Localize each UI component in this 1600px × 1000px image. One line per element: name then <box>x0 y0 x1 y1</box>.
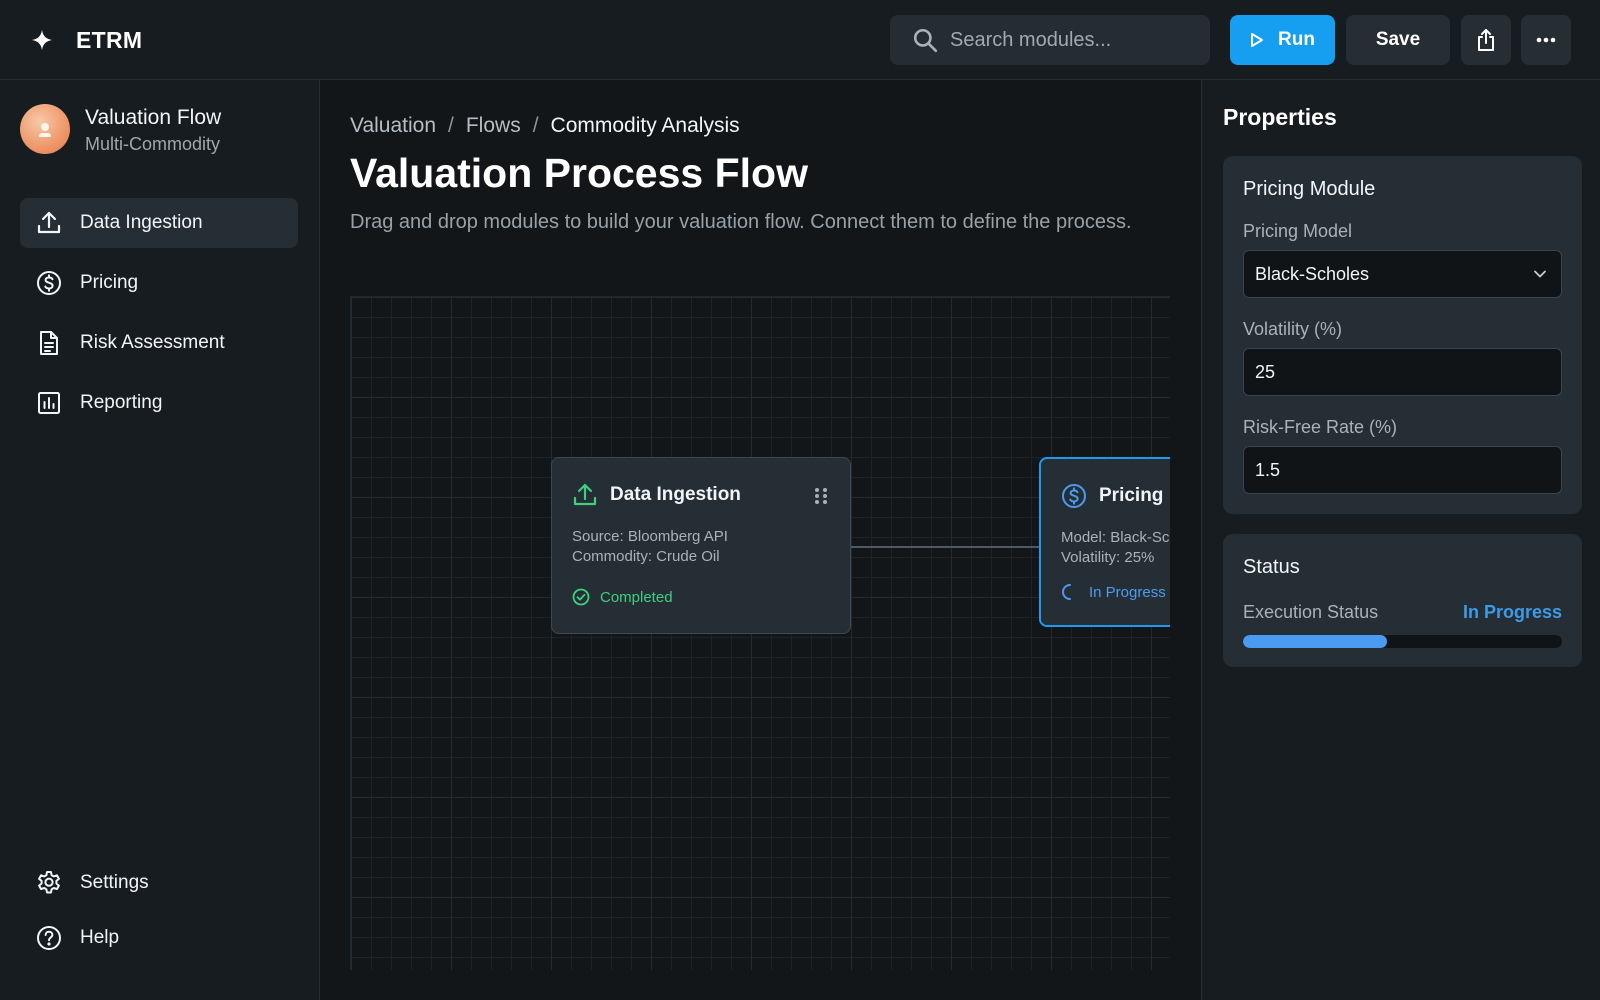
document-icon <box>36 330 62 356</box>
execution-status-label: Execution Status <box>1243 602 1378 623</box>
sparkle-icon <box>30 28 54 52</box>
sidebar-item-label: Risk Assessment <box>80 332 225 354</box>
sidebar-item-label: Reporting <box>80 392 162 414</box>
node-title: Data Ingestion <box>610 484 741 506</box>
breadcrumb-valuation[interactable]: Valuation <box>350 114 436 138</box>
help-circle-icon <box>36 925 62 951</box>
volatility-label: Volatility (%) <box>1243 319 1342 340</box>
properties-panel: Properties Pricing Module Pricing Model … <box>1201 80 1600 1000</box>
volatility-field[interactable] <box>1243 348 1562 396</box>
node-detail-volatility: Volatility: 25% <box>1061 549 1154 566</box>
upload-icon <box>572 482 598 508</box>
node-connector[interactable] <box>850 546 1040 548</box>
node-pricing[interactable]: Pricing Model: Black-Scholes Volatility:… <box>1039 457 1170 627</box>
risk-free-rate-input[interactable] <box>1255 460 1545 481</box>
sidebar-item-settings[interactable]: Settings <box>20 858 298 908</box>
top-bar: ETRM Run Save <box>0 0 1600 80</box>
node-data-ingestion[interactable]: Data Ingestion Source: Bloomberg API Com… <box>551 457 851 634</box>
project-subtitle: Multi-Commodity <box>85 134 220 155</box>
sidebar-item-risk-assessment[interactable]: Risk Assessment <box>20 318 298 368</box>
status-card: Status Execution Status In Progress <box>1223 534 1582 667</box>
run-button[interactable]: Run <box>1230 15 1335 65</box>
search-icon <box>912 27 938 53</box>
risk-free-rate-label: Risk-Free Rate (%) <box>1243 417 1397 438</box>
node-detail-model: Model: Black-Scholes <box>1061 529 1170 546</box>
brand[interactable]: ETRM <box>30 24 142 56</box>
app-name: ETRM <box>76 27 142 54</box>
drag-handle-icon[interactable] <box>814 487 828 505</box>
search-box[interactable] <box>890 15 1210 65</box>
search-input[interactable] <box>950 25 1200 55</box>
breadcrumb-current: Commodity Analysis <box>551 114 740 138</box>
breadcrumb: Valuation / Flows / Commodity Analysis <box>350 114 740 138</box>
execution-progress-fill <box>1243 635 1387 648</box>
node-header: Data Ingestion <box>572 482 741 508</box>
execution-status-value: In Progress <box>1463 602 1562 623</box>
volatility-input[interactable] <box>1255 362 1545 383</box>
sidebar-item-label: Settings <box>80 872 149 894</box>
share-icon <box>1475 28 1497 52</box>
node-status: Completed <box>572 588 673 606</box>
sidebar-item-reporting[interactable]: Reporting <box>20 378 298 428</box>
dollar-circle-icon <box>36 270 62 296</box>
pricing-model-label: Pricing Model <box>1243 221 1352 242</box>
card-title: Pricing Module <box>1243 178 1375 201</box>
share-button[interactable] <box>1461 15 1511 65</box>
save-button[interactable]: Save <box>1346 15 1450 65</box>
more-button[interactable] <box>1521 15 1571 65</box>
page-description: Drag and drop modules to build your valu… <box>350 207 1140 237</box>
play-icon <box>1250 32 1264 48</box>
node-detail-commodity: Commodity: Crude Oil <box>572 548 720 565</box>
gear-icon <box>36 870 62 896</box>
node-detail-source: Source: Bloomberg API <box>572 528 728 545</box>
upload-icon <box>36 210 62 236</box>
run-button-label: Run <box>1278 29 1315 51</box>
pricing-model-select[interactable]: Black-Scholes <box>1243 250 1562 298</box>
sidebar-item-help[interactable]: Help <box>20 913 298 963</box>
bar-chart-icon <box>36 390 62 416</box>
chevron-down-icon <box>1533 269 1547 279</box>
node-status: In Progress <box>1061 583 1166 601</box>
sidebar: Valuation Flow Multi-Commodity Data Inge… <box>0 80 320 1000</box>
execution-progress-bar <box>1243 635 1562 648</box>
node-header: Pricing <box>1061 483 1163 509</box>
pricing-model-value: Black-Scholes <box>1255 264 1369 285</box>
breadcrumb-separator: / <box>533 114 539 138</box>
avatar[interactable] <box>20 104 70 154</box>
sidebar-item-pricing[interactable]: Pricing <box>20 258 298 308</box>
node-status-label: In Progress <box>1089 584 1166 601</box>
dollar-circle-icon <box>1061 483 1087 509</box>
project-name: Valuation Flow <box>85 106 221 130</box>
check-circle-icon <box>572 588 590 606</box>
flow-canvas[interactable]: Data Ingestion Source: Bloomberg API Com… <box>350 296 1170 970</box>
save-button-label: Save <box>1376 29 1420 51</box>
pricing-module-card: Pricing Module Pricing Model Black-Schol… <box>1223 156 1582 514</box>
sidebar-item-label: Data Ingestion <box>80 212 203 234</box>
risk-free-rate-field[interactable] <box>1243 446 1562 494</box>
node-title: Pricing <box>1099 485 1163 507</box>
properties-title: Properties <box>1223 104 1337 131</box>
card-title: Status <box>1243 556 1300 579</box>
sidebar-item-label: Pricing <box>80 272 138 294</box>
more-icon <box>1536 37 1556 43</box>
spinner-icon <box>1061 583 1079 601</box>
node-status-label: Completed <box>600 589 673 606</box>
breadcrumb-flows[interactable]: Flows <box>466 114 521 138</box>
breadcrumb-separator: / <box>448 114 454 138</box>
sidebar-item-data-ingestion[interactable]: Data Ingestion <box>20 198 298 248</box>
sidebar-item-label: Help <box>80 927 119 949</box>
page-title: Valuation Process Flow <box>350 150 808 197</box>
